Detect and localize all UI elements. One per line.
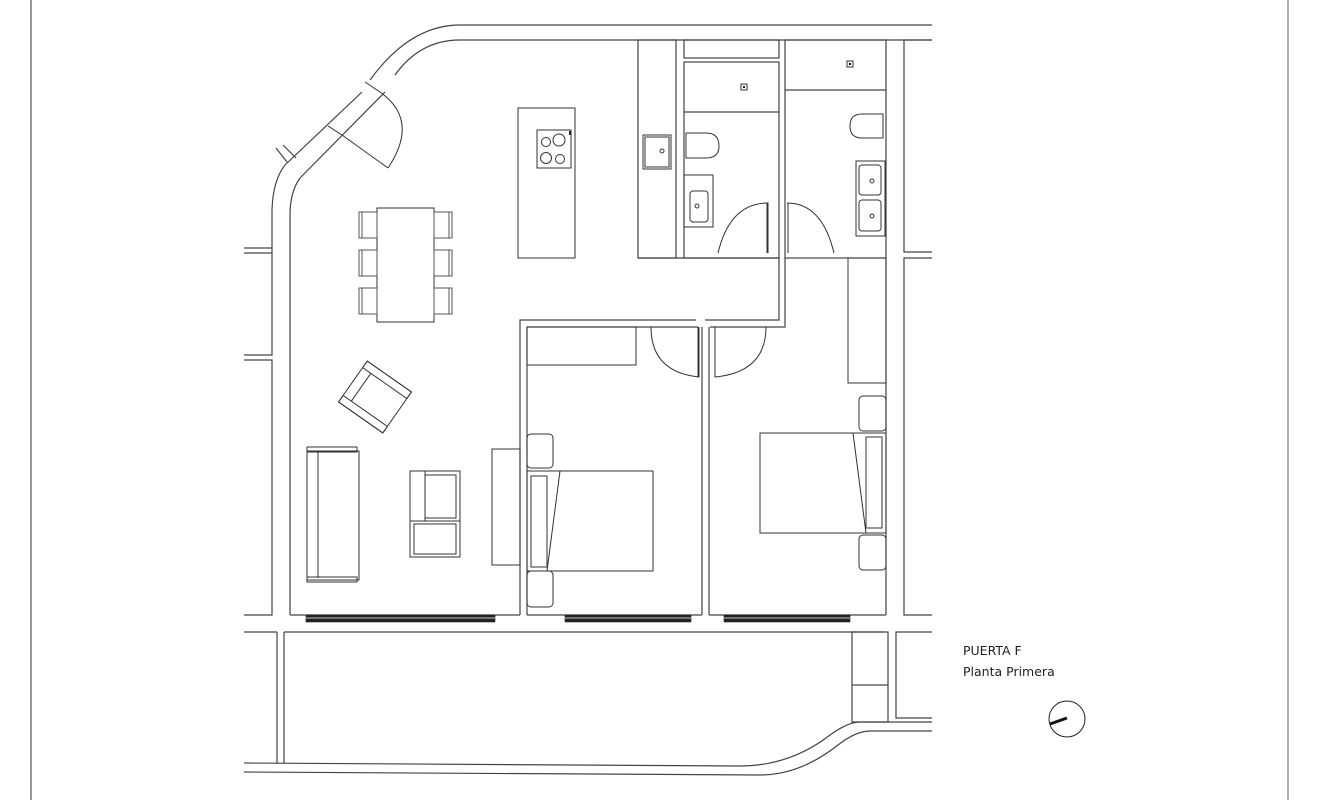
neighbor-walls-right: [895, 39, 932, 719]
bathroom-1: [683, 39, 780, 259]
floor-label: Planta Primera: [963, 664, 1055, 679]
terrace: [243, 631, 932, 776]
hallway-walls: [290, 257, 887, 616]
entry-door: [327, 81, 403, 169]
armchair: [337, 360, 413, 434]
kitchen-island: [517, 107, 576, 259]
sofa: [306, 446, 360, 583]
windows: [305, 614, 851, 623]
bedroom-1: [526, 326, 700, 608]
title-block: PUERTA F Planta Primera: [963, 640, 1055, 682]
unit-label: PUERTA F: [963, 643, 1022, 658]
bathroom-2: [784, 39, 887, 259]
north-arrow-icon: [1048, 700, 1086, 738]
tv-unit: [491, 448, 521, 566]
kitchen-counter: [637, 39, 677, 259]
bedroom-2: [714, 257, 887, 571]
cooktop: [536, 129, 572, 169]
lounge-chair: [409, 470, 461, 558]
dining-table: [358, 207, 453, 323]
